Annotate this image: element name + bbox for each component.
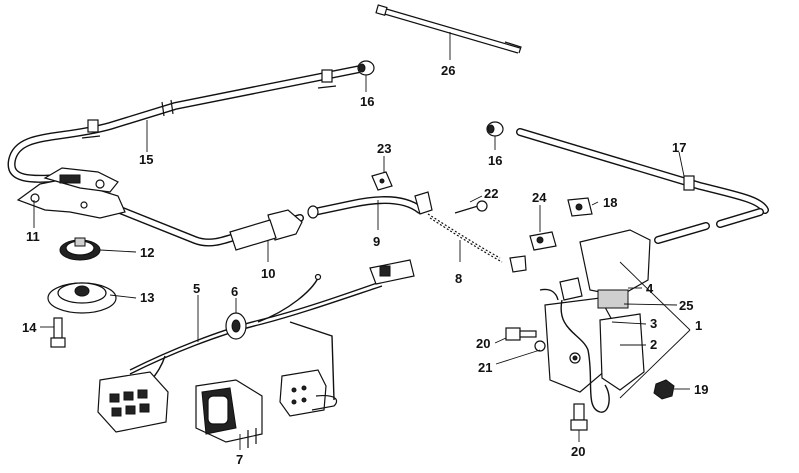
bolt-part-20-left: [494, 327, 546, 365]
sleeve-part-10: [229, 209, 303, 262]
callout-6: 6: [231, 284, 238, 299]
callout-2: 2: [650, 337, 657, 352]
callout-19: 19: [694, 382, 708, 397]
fitting-part-16-right: [486, 121, 504, 150]
callout-16-top: 16: [360, 94, 374, 109]
callout-1: 1: [695, 318, 702, 333]
bracket-part-23: [371, 156, 393, 191]
callout-22: 22: [484, 186, 498, 201]
cable-part-15: [7, 64, 369, 247]
bolt-part-14: [40, 317, 66, 348]
callout-14: 14: [22, 320, 37, 335]
callout-26: 26: [441, 63, 455, 78]
actuator-part-24: [529, 205, 557, 251]
callout-8: 8: [455, 271, 462, 286]
callout-23: 23: [377, 141, 391, 156]
spring-cable-part-8: [427, 213, 527, 273]
relay-connector: [279, 369, 338, 417]
callout-9: 9: [373, 234, 380, 249]
callout-21: 21: [478, 360, 492, 375]
fitting-part-16-top: [357, 60, 375, 92]
callout-3: 3: [650, 316, 657, 331]
callout-labels: 26 16 15 16 17 23 22 18 24 11 9 12 10 8 …: [22, 63, 708, 467]
bolt-part-20-bottom: [570, 403, 588, 442]
switch-part-7: [195, 379, 263, 450]
callout-25: 25: [679, 298, 693, 313]
latch-part-11: [16, 167, 126, 228]
callout-7: 7: [236, 452, 243, 467]
callout-11: 11: [26, 229, 40, 244]
callout-13: 13: [140, 290, 154, 305]
callout-20-bottom: 20: [571, 444, 585, 459]
nut-part-19: [653, 379, 690, 400]
screw-part-22: [454, 195, 488, 214]
callout-10: 10: [261, 266, 275, 281]
callout-12: 12: [140, 245, 154, 260]
callout-4: 4: [646, 281, 654, 296]
callout-20-left: 20: [476, 336, 490, 351]
clip-part-18: [567, 197, 599, 217]
gear-part-12: [59, 237, 137, 261]
lock-assembly-part-1: [539, 229, 691, 413]
cable-part-9: [307, 191, 433, 230]
callout-18: 18: [603, 195, 617, 210]
harness-part-5: [129, 259, 415, 401]
callout-15: 15: [139, 152, 153, 167]
cable-part-17: [516, 128, 769, 244]
callout-16-right: 16: [488, 153, 502, 168]
callout-5: 5: [193, 281, 200, 296]
callout-17: 17: [672, 140, 686, 155]
rod-part-26: [375, 4, 522, 60]
connector-plug: [97, 371, 169, 433]
plate-part-13: [47, 282, 137, 314]
grommet-part-6: [225, 298, 247, 340]
callout-24: 24: [532, 190, 547, 205]
